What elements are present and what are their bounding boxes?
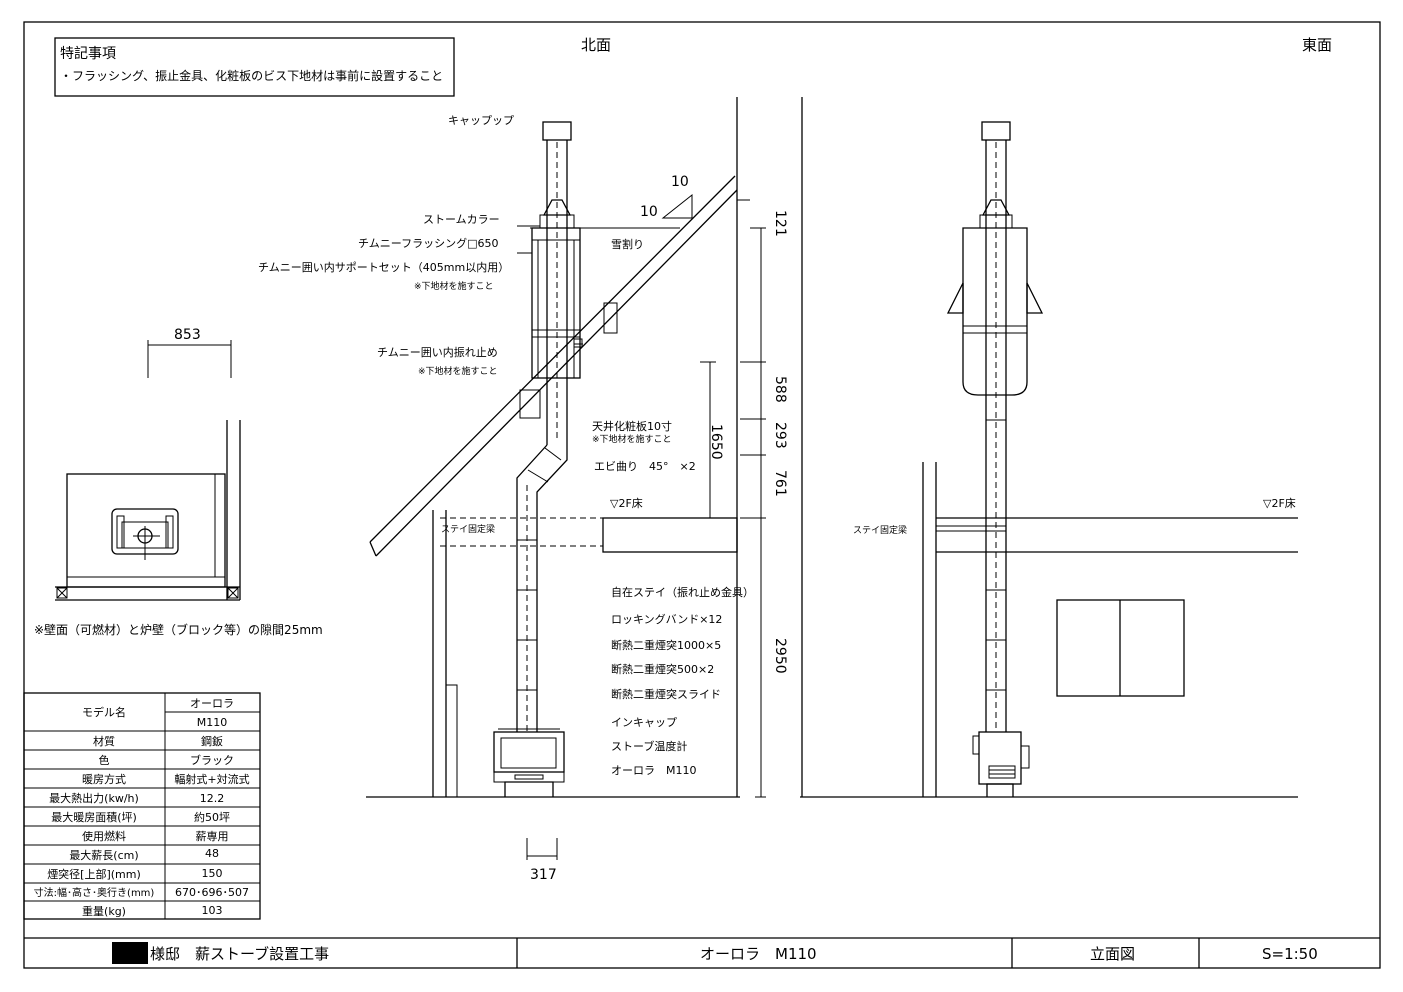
title-scale: S=1:50 [1262, 945, 1318, 963]
label-steady-note: ※下地材を施すこと [418, 365, 498, 377]
floor-2f-beam [602, 517, 738, 553]
part-6: ストーブ温度計 [611, 739, 687, 753]
chimney-pipe-east [979, 121, 1013, 732]
spec-value-heating: 輻射式+対流式 [174, 772, 249, 786]
part-4: 断熱二重煙突スライド [611, 687, 721, 701]
notes-heading: 特記事項 [60, 45, 116, 62]
dim-761: 761 [772, 470, 788, 497]
stove-front [493, 728, 565, 797]
north-elevation: ステイ固定梁 ▽2F床 10 10 [258, 97, 788, 883]
dim-2950: 2950 [772, 638, 788, 674]
title-model: オーロラ M110 [700, 945, 817, 963]
spec-label-fuel: 使用燃料 [82, 829, 126, 843]
label-ceiling-note: ※下地材を施すこと [592, 433, 672, 445]
label-snow-guard: 雪割り [611, 237, 644, 251]
label-elbow: エビ曲り 45° ×2 [594, 460, 696, 473]
part-2: 断熱二重煙突1000×5 [611, 638, 721, 652]
floor-2f-label-east: ▽2F床 [1263, 496, 1296, 510]
label-ceiling-plate: 天井化粧板10寸 [592, 419, 672, 433]
plan-stove [111, 508, 179, 560]
label-support-note: ※下地材を施すこと [414, 280, 494, 292]
spec-label-material: 材質 [93, 734, 115, 748]
title-block: 様邸 薪ストーブ設置工事 オーロラ M110 立面図 S=1:50 [24, 937, 1380, 968]
part-0: 自在ステイ（振れ止め金具） [611, 585, 754, 599]
spec-value-dimensions: 670･696･507 [175, 886, 249, 899]
spec-value-fuel: 薪専用 [196, 830, 229, 843]
chimney-enclosure-east [946, 227, 1044, 396]
spec-label-dimensions: 寸法:幅･高さ･奥行き(mm) [34, 886, 155, 899]
spec-label-color: 色 [99, 753, 110, 767]
spec-value-log-length: 48 [205, 847, 219, 860]
spec-value-material: 鋼鈑 [201, 734, 223, 748]
dim-588: 588 [772, 376, 788, 403]
spec-value-model: オーロラ [190, 697, 234, 710]
spec-value-weight: 103 [202, 904, 223, 917]
part-5: インキャップ [611, 716, 677, 729]
plan-clearance-note: ※壁面（可燃材）と炉壁（ブロック等）の隙間25mm [34, 622, 323, 637]
pitch-rise: 10 [671, 174, 689, 190]
redacted-name-block [112, 942, 148, 964]
spec-value-flue: 150 [202, 867, 223, 880]
spec-label-model: モデル名 [82, 705, 126, 719]
spec-value-output: 12.2 [200, 792, 225, 805]
view-title-north: 北面 [581, 36, 611, 54]
part-3: 断熱二重煙突500×2 [611, 662, 714, 676]
sheet-border [23, 21, 1381, 969]
notes-line: ・フラッシング、振止金具、化粧板のビス下地材は事前に設置すること [60, 68, 443, 83]
spec-label-weight: 重量(kg) [82, 904, 126, 918]
dim-293: 293 [772, 422, 788, 449]
spec-label-output: 最大熱出力(kw/h) [49, 791, 139, 805]
part-7: オーロラ M110 [611, 764, 697, 777]
spec-label-heating: 暖房方式 [82, 772, 126, 786]
label-cap: キャップップ [448, 114, 514, 127]
spec-value-color: ブラック [190, 753, 234, 767]
label-storm-collar: ストームカラー [423, 213, 500, 226]
spec-value-area: 約50坪 [194, 810, 230, 824]
east-elevation: ステイ固定梁 ▽2F床 [800, 97, 1298, 798]
spec-label-flue: 煙突径[上部](mm) [47, 867, 141, 881]
roof [369, 175, 738, 557]
spec-label-area: 最大暖房面積(坪) [51, 810, 137, 824]
label-flashing: チムニーフラッシング□650 [358, 236, 499, 250]
spec-value-model-code: M110 [197, 716, 228, 729]
chimney-pipe [516, 121, 575, 732]
floor-2f-label: ▽2F床 [610, 496, 643, 510]
plan-view: 853 ※壁面（可燃材）と炉壁（ブロック等）の隙間25mm [34, 327, 323, 637]
dimension-chains: 121 588 293 761 1650 2950 317 [526, 210, 788, 883]
dim-1650: 1650 [708, 424, 724, 460]
spec-label-log-length: 最大薪長(cm) [69, 848, 138, 862]
notes-box: 特記事項 ・フラッシング、振止金具、化粧板のビス下地材は事前に設置すること [54, 37, 455, 97]
title-project: 様邸 薪ストーブ設置工事 [150, 945, 329, 963]
part-1: ロッキングバンド×12 [611, 612, 722, 626]
spec-table: モデル名 オーロラ M110 材質 鋼鈑 色 ブラック 暖房方式 輻射式+対流式… [23, 692, 261, 920]
dim-317: 317 [530, 867, 557, 883]
view-title-east: 東面 [1302, 36, 1332, 54]
chimney-enclosure [519, 227, 618, 419]
pitch-run: 10 [640, 204, 658, 220]
dim-121: 121 [772, 210, 788, 237]
label-steady: チムニー囲い内振れ止め [377, 345, 498, 359]
plan-width-dim: 853 [174, 327, 201, 343]
stay-beam-label-east: ステイ固定梁 [853, 524, 907, 536]
stay-beam-label: ステイ固定梁 [441, 523, 495, 535]
stove-side [972, 731, 1030, 797]
title-drawing: 立面図 [1090, 945, 1135, 963]
roof-pitch-triangle [661, 193, 693, 219]
label-support-set: チムニー囲い内サポートセット（405mm以内用） [258, 260, 509, 274]
